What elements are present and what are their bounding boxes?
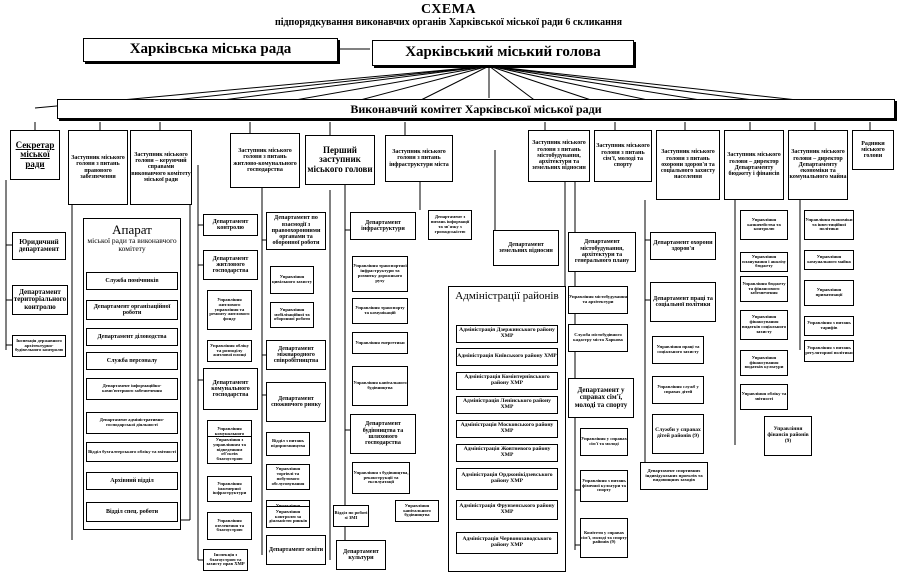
district-item: Адміністрація Орджонікідзевського району… bbox=[456, 468, 558, 490]
capital-construction-box: Управління капітального будівництва bbox=[395, 500, 439, 522]
culture-department-box: Департамент культури bbox=[336, 540, 386, 570]
districts-title: Адміністрації районів bbox=[455, 290, 559, 302]
apparatus-item: Служба персоналу bbox=[86, 352, 178, 370]
territorial-control-box: Департамент територіального контролю bbox=[12, 285, 68, 315]
consumer-department-box: Департамент споживчого ринку bbox=[266, 382, 326, 422]
deputy-executive-box: Заступник міського голови – керуючий спр… bbox=[130, 130, 192, 205]
infra-unit-box: Управління з будівництва, реконструкції … bbox=[352, 462, 410, 494]
apparatus-item: Департамент організаційної роботи bbox=[86, 300, 178, 320]
budget-unit-box: Управління бюджету та фінансового забезп… bbox=[740, 276, 788, 302]
secretary-box: Секретар міської ради bbox=[10, 130, 60, 180]
infra-unit-box: Управління капітального будівництва bbox=[352, 366, 408, 406]
social-policy-department-box: Департамент праці та соціальної політики bbox=[650, 282, 716, 322]
inspection-improvement-box: Інспекція з благоустрою та захисту прав … bbox=[203, 549, 248, 571]
budget-unit-box: Управління фінансування видатків соціаль… bbox=[740, 310, 788, 340]
infra-unit-box: Управління транспортної інфраструктури т… bbox=[352, 256, 408, 292]
consumer-unit-box: Управління торгівлі та побутового обслуг… bbox=[266, 464, 310, 490]
budget-unit-box: Управління фінансів районів (9) bbox=[764, 416, 812, 456]
apparatus-subtitle: міської ради та виконавчого комітету bbox=[87, 235, 177, 253]
health-unit-box: Управління служб у справах дітей bbox=[652, 376, 704, 404]
advisers-box: Радники міського голови bbox=[852, 130, 894, 170]
apparatus-title: Апарат bbox=[112, 222, 152, 237]
executive-committee-box: Виконавчий комітет Харківської міської р… bbox=[57, 99, 895, 119]
district-item: Адміністрація Комінтернівського району Х… bbox=[456, 372, 558, 390]
district-item: Адміністрація Ленінського району ХМР bbox=[456, 396, 558, 414]
diagram-subtitle: підпорядкування виконавчих органів Харкі… bbox=[274, 17, 623, 28]
deputy-housing-box: Заступник міського голови з питань житло… bbox=[230, 133, 300, 188]
diagram-title: СХЕМА bbox=[420, 2, 477, 17]
housing-unit-box: Управління з управлінням та відведенням … bbox=[207, 436, 252, 464]
district-item: Адміністрація Дзержинського району ХМР bbox=[456, 325, 558, 343]
apparatus-item: Департамент діловодства bbox=[86, 328, 178, 346]
deputy-infrastructure-box: Заступник міського голови з питань інфра… bbox=[385, 135, 453, 182]
economy-unit-box: Управління приватизації bbox=[804, 280, 854, 306]
apparatus-item: Архівний відділ bbox=[86, 472, 178, 490]
budget-unit-box: Управління казначейства та контролю bbox=[740, 210, 788, 240]
district-item: Адміністрація Київського району ХМР bbox=[456, 348, 558, 366]
city-council-box: Харківська міська рада bbox=[83, 38, 338, 62]
consumer-unit-box: Відділ з питань підприємництва bbox=[266, 432, 310, 456]
infrastructure-department-box: Департамент інфраструктури bbox=[350, 212, 416, 240]
district-item: Адміністрація Червонозаводського району … bbox=[456, 532, 558, 554]
construction-department-box: Департамент будівництва та шляхового гос… bbox=[350, 414, 416, 454]
first-unit-box: Управління цивільного захисту bbox=[270, 266, 314, 294]
family-unit-box: Комітети у справах сім'ї, молоді та спор… bbox=[580, 518, 628, 558]
economy-unit-box: Управління з питань тарифів bbox=[804, 316, 854, 336]
inspection-box: Інспекція державного архітектурно-будіве… bbox=[12, 335, 66, 357]
deputy-family-box: Заступник міського голови з питань сім'ї… bbox=[594, 130, 652, 182]
consumer-unit-box: Управління контролю за діяльністю ринків bbox=[266, 506, 310, 528]
apparatus-item: Департамент адміністративно-господарсько… bbox=[86, 412, 178, 434]
housing-unit-box: Управління інженерної інфраструктури bbox=[207, 476, 252, 502]
infra-unit-box: Управління транспорту та комунікацій bbox=[352, 298, 408, 324]
district-item: Адміністрація Жовтневого району ХМР bbox=[456, 444, 558, 462]
apparatus-item: Департамент інформаційно-комп'ютерного з… bbox=[86, 378, 178, 400]
control-department-box: Департамент контролю bbox=[203, 214, 258, 236]
press-department-box: Відділ по роботі зі ЗМІ bbox=[333, 505, 369, 527]
economy-unit-box: Управління комунального майна bbox=[804, 250, 854, 270]
architecture-unit-box: Управління містобудування та архітектури bbox=[568, 286, 628, 314]
deputy-economy-box: Заступник міського голови – директор Деп… bbox=[788, 130, 848, 200]
family-department-box: Департамент у справах сім'ї, молоді та с… bbox=[568, 378, 634, 418]
apparatus-item: Відділ спец. роботи bbox=[86, 502, 178, 522]
district-item: Адміністрація Московського району ХМР bbox=[456, 420, 558, 438]
cadastre-service-box: Служба містобудівного кадастру міста Хар… bbox=[568, 324, 628, 352]
budget-unit-box: Управління обліку та звітності bbox=[740, 384, 788, 410]
family-unit-box: Управління з питань фізичної культури та… bbox=[580, 470, 628, 502]
budget-unit-box: Управління планування і аналізу бюджету bbox=[740, 252, 788, 272]
legal-department-box: Юридичний департамент bbox=[12, 232, 66, 260]
economy-unit-box: Управління економіки та інвестиційної по… bbox=[804, 210, 854, 240]
architecture-department-box: Департамент містобудування, архітектури … bbox=[568, 232, 636, 272]
land-department-box: Департамент земельних відносин bbox=[493, 230, 559, 266]
communal-department-box: Департамент комунального господарства bbox=[203, 368, 258, 410]
infra-unit-box: Управління енергетики bbox=[352, 332, 408, 354]
deputy-health-box: Заступник міського голови з питань охоро… bbox=[656, 130, 720, 200]
intl-department-box: Департамент міжнародного співробітництва bbox=[266, 340, 326, 370]
budget-unit-box: Управління фінансування видатків культур… bbox=[740, 350, 788, 376]
first-unit-box: Управління мобілізаційної та оборонної р… bbox=[270, 302, 314, 328]
first-deputy-box: Перший заступник міського голови bbox=[305, 135, 375, 185]
health-unit-box: Служби у справах дітей районів (9) bbox=[652, 414, 704, 454]
deputy-budget-box: Заступник міського голови – директор Деп… bbox=[724, 130, 784, 200]
deputy-legal-box: Заступник міського голови з питань право… bbox=[68, 130, 128, 205]
sport-projects-department-box: Департамент спортивних індивідуальних пр… bbox=[640, 462, 708, 490]
mayor-box: Харківський міський голова bbox=[372, 40, 634, 66]
economy-unit-box: Управління з питань регуляторної політик… bbox=[804, 340, 854, 362]
housing-department-box: Департамент житлового господарства bbox=[203, 250, 258, 280]
housing-unit-box: Управління житлового управління та ремон… bbox=[207, 290, 252, 330]
deputy-architecture-box: Заступник міського голови з питань місто… bbox=[528, 130, 590, 182]
defense-department-box: Департамент по взаємодії з правоохоронни… bbox=[266, 212, 326, 250]
education-department-box: Департамент освіти bbox=[266, 535, 326, 565]
health-department-box: Департамент охорони здоров'я bbox=[650, 232, 716, 260]
apparatus-item: Відділ бухгалтерського обліку та звітнос… bbox=[86, 442, 178, 462]
family-unit-box: Управління у справах сім'ї та молоді bbox=[580, 428, 628, 456]
information-department-box: Департамент з питань інформації та зв'яз… bbox=[428, 210, 472, 240]
district-item: Адміністрація Фрунзенського району ХМР bbox=[456, 500, 558, 520]
apparatus-item: Служба помічників bbox=[86, 272, 178, 290]
health-unit-box: Управління праці та соціального захисту bbox=[652, 336, 704, 364]
housing-unit-box: Управління озеленення та благоустрою bbox=[207, 512, 252, 540]
housing-unit-box: Управління обліку та розподілу житлової … bbox=[207, 340, 252, 362]
